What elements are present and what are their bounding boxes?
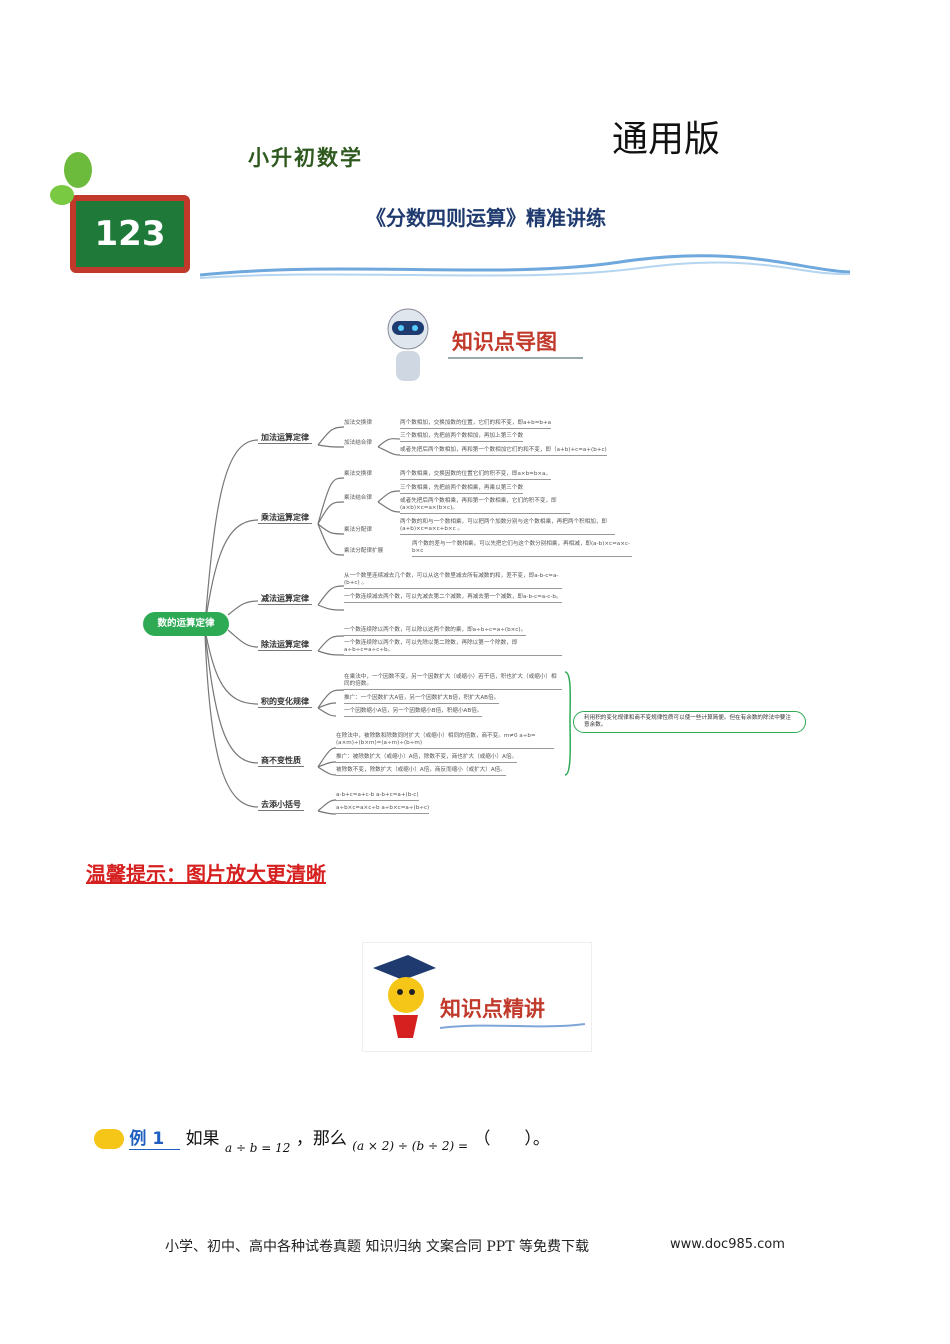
leaf: 一个数连续除以两个数，可以除以这两个数的乘，即a÷b÷c=a÷(b×c)。 <box>344 627 527 636</box>
leaf: 三个数相加，先把前两个数相加，再加上第三个数 <box>400 433 524 442</box>
tip-text: 温馨提示：图片放大更清晰 <box>86 862 326 886</box>
sub-node: 乘法分配律扩展 <box>344 548 384 554</box>
leaf: 或者先把后两个数相加，再和第一个数相加它们的和不变，即（a+b)+c=a+(b+… <box>400 447 607 456</box>
section-heading-lecture: 知识点精讲 <box>440 997 545 1021</box>
leaf: 两个数的和与一个数相乘，可以把两个加数分别与这个数相乘，再把两个积相加，即(a+… <box>400 519 615 535</box>
page-title: 《分数四则运算》精准讲练 <box>366 206 606 230</box>
leaf: 推广：一个因数扩大A倍，另一个因数扩大B倍，积扩大AB倍。 <box>344 695 500 704</box>
mascot-icon <box>94 1129 124 1149</box>
branch-multiplication: 乘法运算定律 <box>258 514 312 524</box>
sub-node: 乘法交换律 <box>344 471 372 477</box>
section-banner <box>362 942 592 1052</box>
leaf: 被除数不变，除数扩大（或缩小）A倍，商反而缩小（或扩大）A倍。 <box>336 767 506 776</box>
graduate-mascot-icon <box>373 955 436 1038</box>
branch-division: 除法运算定律 <box>258 641 312 651</box>
example-1: 例 1 如果 a ÷ b = 12 ，那么 (a × 2) ÷ (b ÷ 2) … <box>94 1124 550 1155</box>
footer-link[interactable]: www.doc985.com <box>670 1237 785 1252</box>
sub-node: 乘法分配律 <box>344 527 372 533</box>
sub-node: 加法结合律 <box>344 440 372 446</box>
leaf: 推广：被除数扩大（或缩小）A倍，除数不变，商也扩大（或缩小）A倍。 <box>336 754 518 763</box>
branch-product-rule: 积的变化规律 <box>258 698 312 708</box>
example-text: ，那么 <box>295 1129 347 1149</box>
banner-underline <box>440 1023 585 1029</box>
subtitle: 小升初数学 <box>248 146 363 170</box>
wave-decoration <box>200 254 850 279</box>
section-heading-mindmap: 知识点导图 <box>452 330 557 354</box>
sub-node: 乘法结合律 <box>344 495 372 501</box>
example-label: 例 1 <box>129 1129 181 1150</box>
leaf: a÷b×c=a×c÷b a÷b×c=a÷(b÷c) <box>336 805 430 814</box>
leaf: 两个数相加，交换加数的位置，它们的和不变，即a+b=b+a <box>400 420 552 429</box>
leaf: 一个数连续减去两个数，可以先减去第二个减数，再减去第一个减数，即a-b-c=a-… <box>344 594 562 603</box>
leaf: 三个数相乘，先把前两个数相乘，再乘以第三个数 <box>400 485 524 494</box>
leaf: a-b+c=a+c-b a-b+c=a+(b-c) <box>336 792 419 801</box>
footer-text: 小学、初中、高中各种试卷真题 知识归纳 文案合同 PPT 等免费下载 <box>165 1239 589 1255</box>
expression-formula: (a × 2) ÷ (b ÷ 2) = <box>352 1139 469 1153</box>
answer-blank: （ ）。 <box>473 1129 550 1149</box>
divider <box>448 357 583 359</box>
branch-addition: 加法运算定律 <box>258 434 312 444</box>
example-text: 如果 <box>185 1129 220 1149</box>
leaf: 从一个数里连续减去几个数，可以从这个数里减去所有减数的和，差不变，即a-b-c=… <box>344 573 562 589</box>
leaf: 在除法中，被除数和除数同时扩大（或缩小）相同的倍数，商不变。m≠0 a÷b=(a… <box>336 733 554 749</box>
mindmap-connectors <box>204 426 572 815</box>
mindmap-root: 数的运算定律 <box>143 612 229 636</box>
edition-label: 通用版 <box>612 119 721 160</box>
leaf: 在乘法中，一个因数不变，另一个因数扩大（或缩小）若干倍，积也扩大（或缩小）相同的… <box>344 674 562 690</box>
branch-brackets: 去添小括号 <box>258 801 304 811</box>
leaf-icon <box>50 152 92 205</box>
leaf: 两个数相乘，交换因数的位置它们的积不变，即a×b=b×a。 <box>400 471 552 480</box>
branch-subtraction: 减法运算定律 <box>258 595 312 605</box>
mindmap-note: 利用积的变化规律和商不变规律性质可以使一些计算简便。但在有余数的除法中要注意余数… <box>573 711 806 733</box>
leaf: 或者先把后两个数相乘，再和第一个数相乘，它们的积不变，即(a×b)×c=a×(b… <box>400 498 570 514</box>
branch-quotient-rule: 商不变性质 <box>258 757 304 767</box>
leaf: 一个数连续除以两个数，可以先除以第二除数，再除以第一个除数，即a÷b÷c=a÷c… <box>344 640 562 656</box>
leaf: 一个因数缩小A倍，另一个因数缩小B倍，积缩小AB倍。 <box>344 708 483 717</box>
chalkboard-logo: 123 <box>70 195 190 273</box>
leaf: 两个数的差与一个数相乘，可以先把它们与这个数分别相乘，再相减，即(a-b)×c=… <box>412 541 632 557</box>
robot-icon <box>387 308 429 381</box>
sub-node: 加法交换律 <box>344 420 372 426</box>
condition-formula: a ÷ b = 12 <box>224 1141 291 1155</box>
